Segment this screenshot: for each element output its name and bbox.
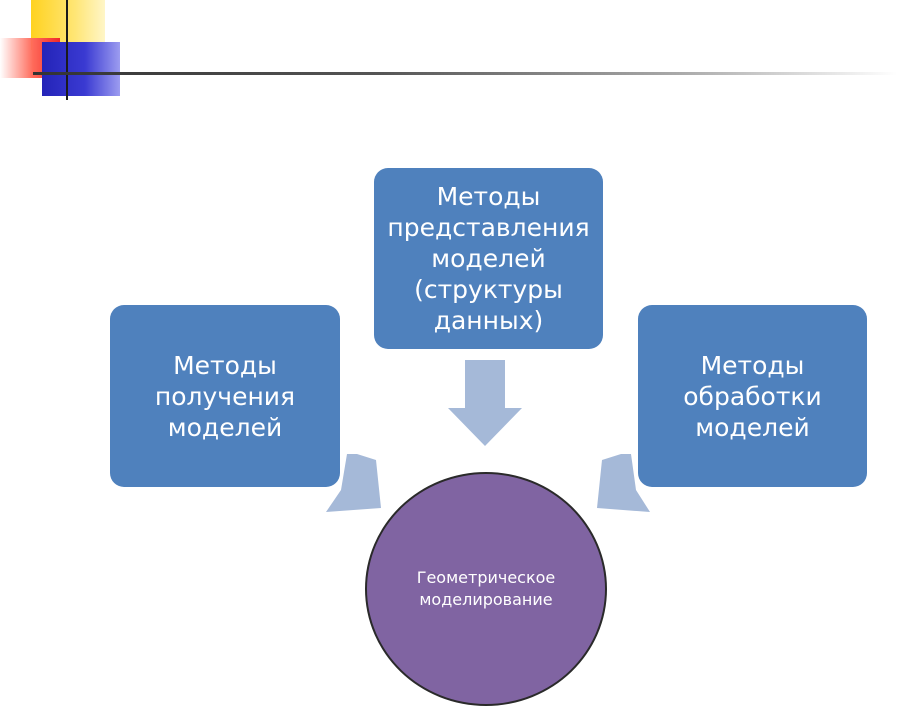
arrow-left-to-center xyxy=(326,454,381,512)
decor-blue-square xyxy=(42,42,120,96)
box-representation-methods: Методы представления моделей (структуры … xyxy=(374,168,603,349)
arrow-down xyxy=(448,360,522,446)
center-circle-geometric-modeling: Геометрическое моделирование xyxy=(365,472,607,706)
title-underline xyxy=(33,72,897,75)
arrow-right-to-center xyxy=(597,454,650,512)
decor-vertical-line xyxy=(66,0,68,100)
box-processing-methods: Методы обработки моделей xyxy=(638,305,867,487)
box-acquisition-methods: Методы получения моделей xyxy=(110,305,340,487)
